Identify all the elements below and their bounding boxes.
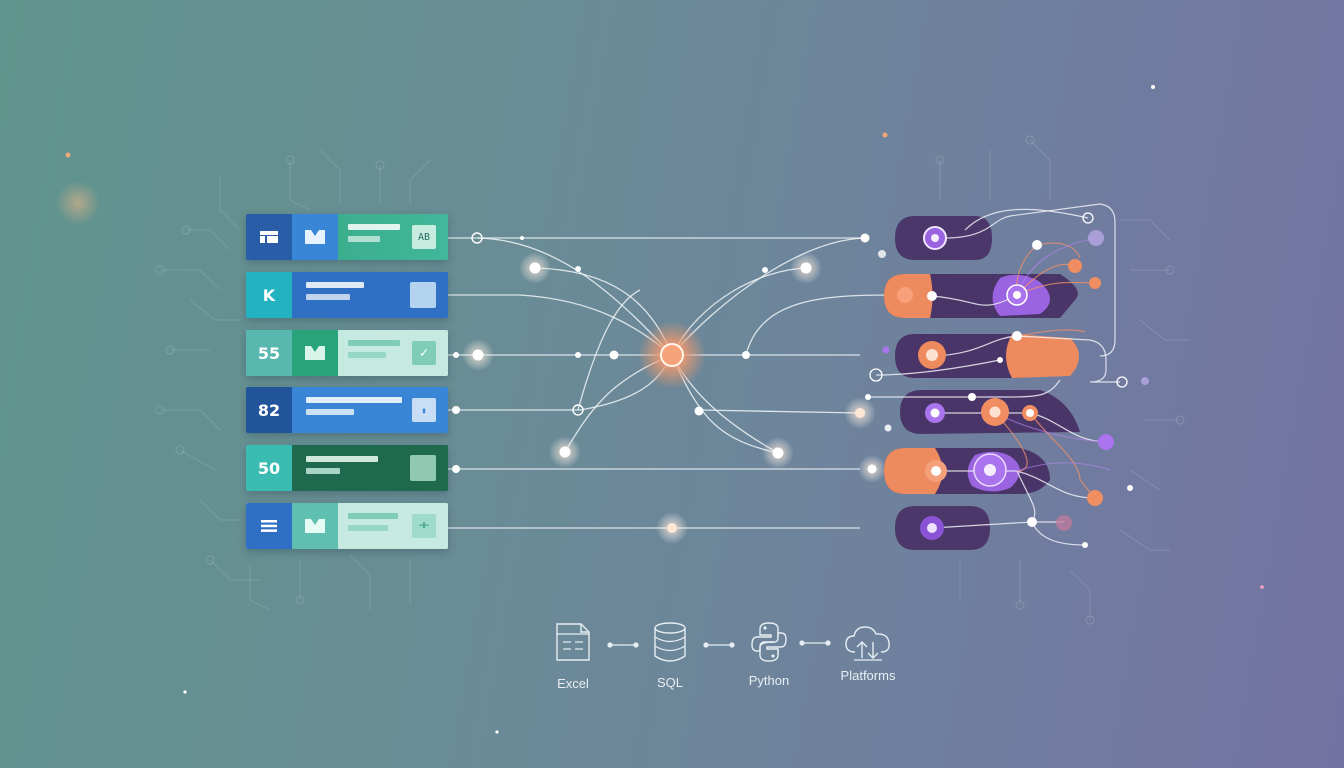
pipeline-label: SQL (656, 675, 683, 690)
ambient-glow (56, 181, 100, 225)
python-icon (751, 622, 787, 662)
pipeline-label: Excel (557, 676, 589, 691)
background-circuit-left (160, 149, 431, 611)
row-chip: AB (412, 225, 436, 249)
row-chip (410, 455, 436, 481)
text-bar (348, 236, 380, 242)
capsule-stack (884, 216, 1080, 550)
sparkle-dot (495, 730, 499, 734)
text-bar (306, 409, 354, 415)
data-row: AB (246, 214, 448, 260)
data-row: 55 ✓ (246, 330, 448, 376)
text-bar (348, 340, 400, 346)
cloud-icon (845, 626, 890, 661)
text-bar (348, 352, 386, 358)
checkmark-icon: ✓ (412, 341, 436, 365)
text-bar (348, 513, 398, 519)
glowing-nodes (462, 252, 886, 544)
pipeline-step-platforms: Platforms (823, 618, 913, 683)
row-chip: ⊣⊢ (412, 514, 436, 538)
pipeline-step-python: Python (724, 620, 814, 688)
data-row: K (246, 272, 448, 318)
sparkle-dot (1151, 85, 1155, 89)
row-chip: ▮ (412, 398, 436, 422)
background-circuit-right (939, 139, 1190, 620)
text-bar (306, 456, 378, 462)
row-chip (410, 282, 436, 308)
spreadsheet-icon (556, 623, 590, 661)
hub-node (660, 343, 684, 367)
sparkle-dot (882, 132, 888, 138)
row-badge: 50 (246, 445, 292, 491)
row-badge: K (246, 272, 292, 318)
pipeline-step-sql: SQL (625, 620, 715, 690)
text-bar (306, 397, 402, 403)
menu-icon (246, 503, 292, 549)
row-badge: 82 (246, 387, 292, 433)
chart-glyph-icon (292, 503, 338, 549)
data-row: ⊣⊢ (246, 503, 448, 549)
data-row: 50 (246, 445, 448, 491)
data-row: 82 ▮ (246, 387, 448, 433)
text-bar (348, 224, 400, 230)
row-badge: 55 (246, 330, 292, 376)
pipeline-arrows (607, 640, 831, 648)
chart-glyph-icon (292, 214, 338, 260)
junction-dots (452, 232, 870, 473)
accent-dots (865, 212, 1149, 548)
right-connections (868, 203, 1120, 546)
pipeline-label: Platforms (840, 668, 896, 683)
sparkle-dot (65, 152, 71, 158)
orange-capsule (1006, 334, 1079, 378)
background-circuit-pads (155, 135, 1185, 625)
text-bar (348, 525, 388, 531)
database-icon (654, 622, 686, 662)
text-bar (306, 468, 340, 474)
text-bar (306, 294, 350, 300)
pipeline-step-excel: Excel (528, 620, 618, 691)
text-bar (306, 282, 364, 288)
orange-capsule (884, 448, 943, 494)
capsule-nodes (897, 226, 1072, 540)
chart-glyph-icon (292, 330, 338, 376)
sparkle-dot (183, 690, 187, 694)
pipeline-label: Python (748, 673, 790, 688)
sparkle-dot (1260, 585, 1264, 589)
table-icon (246, 214, 292, 260)
